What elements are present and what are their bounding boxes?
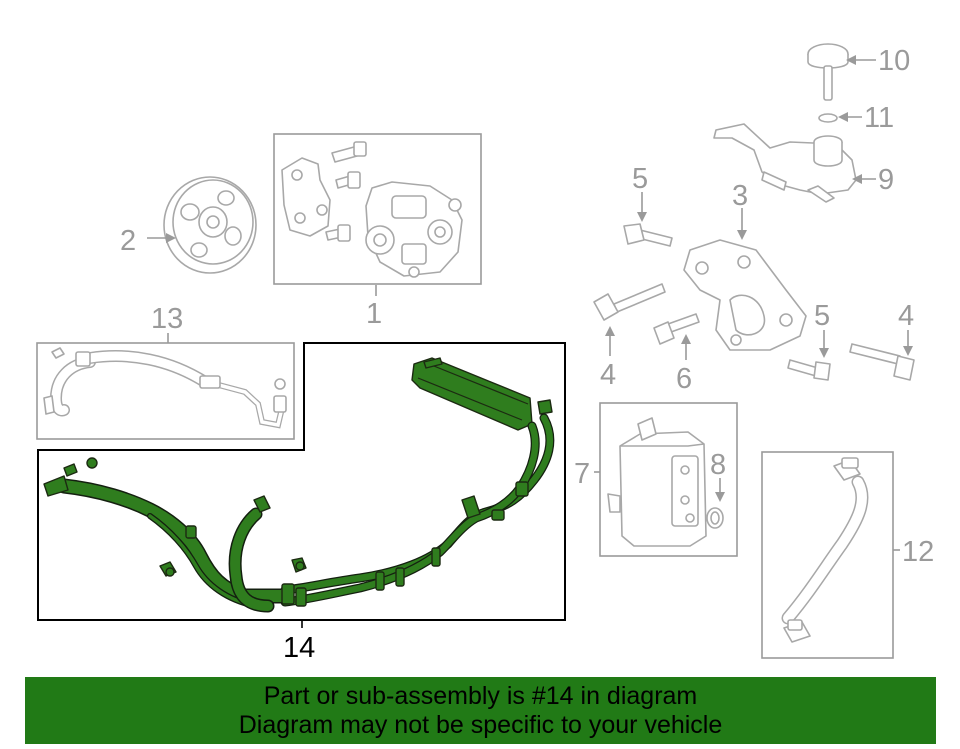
callout-6: 6: [676, 363, 692, 395]
callout-13: 13: [151, 303, 183, 335]
info-banner-line-2: Diagram may not be specific to your vehi…: [238, 710, 723, 739]
bolt-part-5-lower[interactable]: [787, 359, 831, 381]
callout-10: 10: [878, 45, 910, 77]
hose-box-12: [761, 451, 894, 659]
reservoir-part-7[interactable]: [607, 417, 707, 547]
callout-7: 7: [574, 458, 590, 490]
callout-8: 8: [710, 449, 726, 481]
info-banner-line-1: Part or sub-assembly is #14 in diagram: [263, 681, 698, 710]
callout-11: 11: [864, 102, 894, 134]
callout-14: 14: [283, 632, 315, 664]
callout-3: 3: [732, 180, 748, 212]
callout-9: 9: [878, 164, 894, 196]
o-ring-part-11[interactable]: [818, 113, 838, 123]
reservoir-box-7: [599, 402, 738, 557]
cooler-hose-assembly-part-14[interactable]: [43, 357, 555, 613]
mounting-bracket-part-3[interactable]: [683, 239, 807, 351]
pressure-hose-part-13[interactable]: [43, 347, 287, 429]
pump-assembly-box-1: [273, 133, 482, 285]
info-banner: Part or sub-assembly is #14 in diagram D…: [25, 677, 936, 744]
callout-4-left: 4: [600, 359, 616, 391]
reservoir-part-9[interactable]: [713, 123, 857, 203]
return-hose-part-12[interactable]: [781, 457, 869, 643]
bolt-part-5-upper[interactable]: [623, 223, 673, 247]
callout-5-upper: 5: [632, 163, 648, 195]
callout-1: 1: [366, 298, 382, 330]
hose-box-13: [36, 342, 295, 440]
power-steering-pump-part-1[interactable]: [281, 141, 463, 278]
reservoir-cap-part-10[interactable]: [807, 43, 849, 101]
bolt-part-4-right[interactable]: [849, 343, 915, 381]
pulley-part-2[interactable]: [163, 176, 257, 274]
callout-4-right: 4: [898, 300, 914, 332]
callout-2: 2: [120, 225, 136, 257]
bolt-part-4-left[interactable]: [593, 283, 666, 321]
callout-5-lower: 5: [814, 300, 830, 332]
hose-assembly-box-14: [37, 342, 566, 621]
callout-12: 12: [902, 536, 934, 568]
bolt-part-6[interactable]: [653, 313, 700, 345]
o-ring-part-8[interactable]: [706, 507, 724, 529]
